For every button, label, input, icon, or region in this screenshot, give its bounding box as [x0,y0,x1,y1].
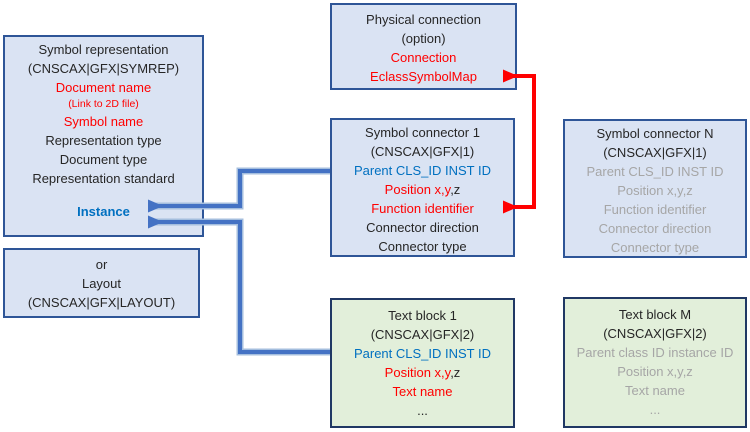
box-title: Physical connection [366,12,481,27]
attr-text-name: Text name [625,383,685,398]
attr-connector-direction: Connector direction [598,221,712,236]
attr-ellipsis: ... [649,402,661,417]
attr-link-note: (Link to 2D file) [68,98,139,110]
box-title: Symbol representation [38,42,169,57]
attr-symbol-name: Symbol name [63,114,144,129]
attr-representation-standard: Representation standard [32,171,175,186]
box-physical-connection: Physical connection (option) Connection … [330,3,517,90]
attr-connection: Connection [390,50,457,65]
attr-parent-id: Parent CLS_ID INST ID [353,346,492,361]
box-subtitle: (CNSCAX|GFX|1) [603,145,707,160]
box-text-block-1: Text block 1 (CNSCAX|GFX|2) Parent CLS_I… [330,298,515,428]
box-title: Symbol connector 1 [365,125,480,140]
attr-ellipsis: ... [417,403,428,418]
attr-function-identifier: Function identifier [371,201,474,216]
attr-representation-type: Representation type [45,133,162,148]
box-subtitle: (CNSCAX|GFX|2) [603,326,707,341]
box-subtitle: (CNSCAX|GFX|2) [370,327,475,342]
attr-parent-id: Parent CLS_ID INST ID [586,164,724,179]
attr-parent-id: Parent class ID instance ID [576,345,734,360]
box-subtitle: (CNSCAX|GFX|1) [370,144,475,159]
spacer [5,188,202,202]
attr-connector-type: Connector type [378,239,467,254]
box-text-block-m: Text block M (CNSCAX|GFX|2) Parent class… [563,297,747,428]
attr-parent-id: Parent CLS_ID INST ID [353,163,492,178]
attr-text-name: Text name [392,384,453,399]
box-title: Symbol connector N [596,126,714,141]
attr-instance: Instance [77,204,130,219]
box-layout: or Layout (CNSCAX|GFX|LAYOUT) [3,248,200,318]
attr-position-xy: Position x,y [384,182,451,197]
attr-connector-type: Connector type [610,240,700,255]
box-symbol-connector-1: Symbol connector 1 (CNSCAX|GFX|1) Parent… [330,118,515,257]
attr-connector-direction: Connector direction [366,220,479,235]
attr-position: Position x,y,z [617,183,693,198]
attr-position: Position x,y,z [617,364,693,379]
box-title: Text block M [618,307,692,322]
box-subtitle: (CNSCAX|GFX|SYMREP) [27,61,180,76]
attr-document-name: Document name [55,80,152,95]
attr-position-z: ,z [450,182,461,197]
attr-position: Position x,y,z [332,363,513,382]
option-label: (option) [401,31,446,46]
box-symbol-connector-n: Symbol connector N (CNSCAX|GFX|1) Parent… [563,119,747,258]
attr-function-identifier: Function identifier [603,202,707,217]
box-title: Layout [81,276,122,291]
attr-position-xy: Position x,y [384,365,451,380]
box-title: Text block 1 [388,308,457,323]
attr-position: Position x,y,z [332,180,513,199]
or-label: or [95,257,108,272]
box-symbol-representation: Symbol representation (CNSCAX|GFX|SYMREP… [3,35,204,237]
attr-document-type: Document type [59,152,148,167]
box-subtitle: (CNSCAX|GFX|LAYOUT) [27,295,176,310]
attr-position-z: ,z [450,365,461,380]
attr-eclass-symbol-map: EclassSymbolMap [370,69,477,84]
